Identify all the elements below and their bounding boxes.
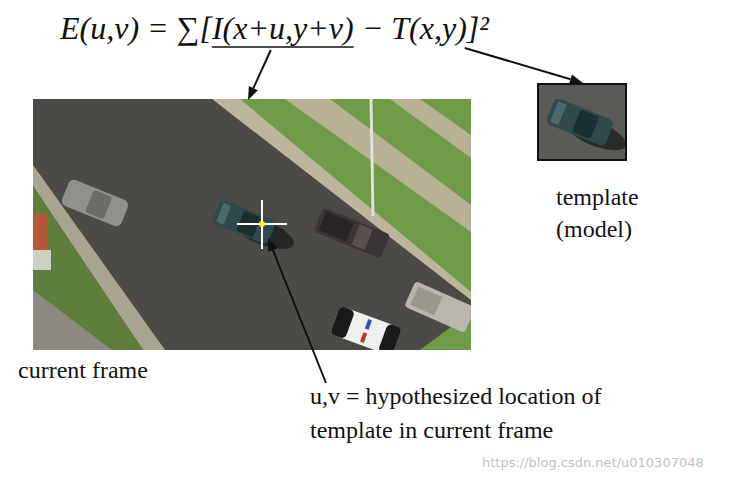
arrow-head <box>268 238 277 252</box>
leader-arrow <box>465 48 571 79</box>
template-image <box>538 84 630 160</box>
template-caption: template (model) <box>556 181 676 246</box>
frame-caption: current frame <box>18 357 148 384</box>
underline <box>212 46 354 48</box>
leader-arrow <box>253 50 270 88</box>
current-frame-photo <box>33 99 471 350</box>
watermark: https://blog.csdn.net/u010307048 <box>482 455 704 470</box>
arrow-head <box>248 86 258 100</box>
arrow-head <box>569 75 583 85</box>
location-note: u,v = hypothesized location of template … <box>310 380 678 447</box>
formula: E(u,v) = ∑[I(x+u,y+v) − T(x,y)]² <box>60 10 489 47</box>
leader-arrow <box>273 250 326 383</box>
